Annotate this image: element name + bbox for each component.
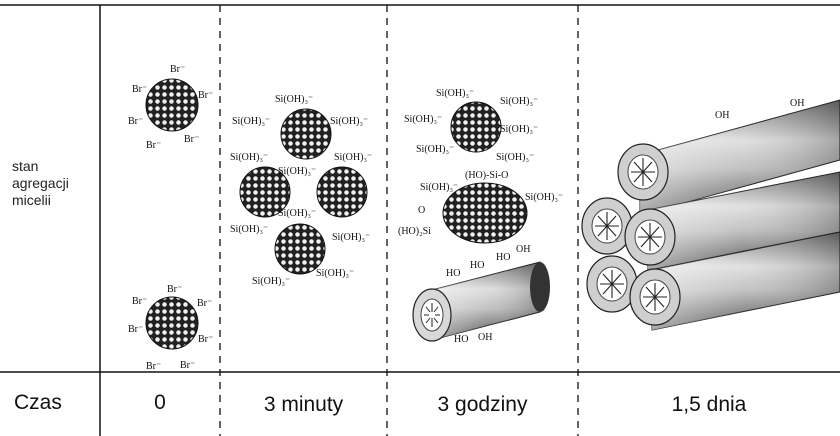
time-1-5-days: 1,5 dnia xyxy=(671,393,747,416)
svg-text:Si(OH)₃⁻: Si(OH)₃⁻ xyxy=(404,114,442,125)
svg-text:Si(OH)₃⁻: Si(OH)₃⁻ xyxy=(275,94,313,105)
time-3-minutes: 3 minuty xyxy=(263,393,344,416)
micelle-cluster-3min xyxy=(239,108,368,275)
table-grid xyxy=(0,4,840,436)
svg-text:Si(OH)₃⁻: Si(OH)₃⁻ xyxy=(334,152,372,163)
tube-ends xyxy=(581,143,681,326)
svg-text:Br⁻: Br⁻ xyxy=(180,360,195,371)
svg-text:OH: OH xyxy=(790,98,804,109)
svg-text:Si(OH)₃⁻: Si(OH)₃⁻ xyxy=(330,116,368,127)
state-label-line2: agregacji xyxy=(12,175,69,191)
svg-text:Br⁻: Br⁻ xyxy=(198,90,213,101)
svg-text:Si(OH)₃⁻: Si(OH)₃⁻ xyxy=(525,192,563,203)
state-label: stan agregacji micelii xyxy=(12,158,69,209)
svg-text:HO: HO xyxy=(446,268,460,279)
svg-text:(HO)-Si-O: (HO)-Si-O xyxy=(465,170,508,181)
time-header: Czas xyxy=(14,391,62,414)
svg-text:Br⁻: Br⁻ xyxy=(128,116,143,127)
svg-text:Si(OH)₃⁻: Si(OH)₃⁻ xyxy=(230,224,268,235)
svg-text:Si(OH)₃⁻: Si(OH)₃⁻ xyxy=(230,152,268,163)
svg-text:Br⁻: Br⁻ xyxy=(198,334,213,345)
svg-text:Si(OH)₃⁻: Si(OH)₃⁻ xyxy=(436,88,474,99)
svg-text:Br⁻: Br⁻ xyxy=(197,298,212,309)
time-3-hours: 3 godziny xyxy=(437,393,528,416)
svg-text:OH: OH xyxy=(478,332,492,343)
svg-text:Si(OH)₃⁻: Si(OH)₃⁻ xyxy=(420,182,458,193)
state-label-line1: stan xyxy=(12,158,39,174)
bromide-labels: Br⁻ Br⁻ Br⁻ Br⁻ Br⁻ Br⁻ Br⁻ Br⁻ Br⁻ Br⁻ … xyxy=(128,64,213,372)
micelle-sphere-top xyxy=(145,78,199,132)
svg-text:Si(OH)₃⁻: Si(OH)₃⁻ xyxy=(500,96,538,107)
silanol-labels-3h: Si(OH)₃⁻ Si(OH)₃⁻ Si(OH)₃⁻ Si(OH)₃⁻ Si(O… xyxy=(398,88,563,237)
svg-text:Br⁻: Br⁻ xyxy=(167,284,182,295)
state-label-line3: micelii xyxy=(12,192,51,208)
svg-text:HO: HO xyxy=(470,260,484,271)
micelle-cluster-3h xyxy=(442,101,528,244)
svg-text:Br⁻: Br⁻ xyxy=(132,296,147,307)
svg-text:Si(OH)₃⁻: Si(OH)₃⁻ xyxy=(278,208,316,219)
svg-text:(HO)₂Si: (HO)₂Si xyxy=(398,226,431,237)
silanol-labels-3min: Si(OH)₃⁻ Si(OH)₃⁻ Si(OH)₃⁻ Si(OH)₃⁻ Si(O… xyxy=(230,94,372,287)
svg-text:Si(OH)₃⁻: Si(OH)₃⁻ xyxy=(496,152,534,163)
svg-text:Br⁻: Br⁻ xyxy=(184,134,199,145)
svg-text:Br⁻: Br⁻ xyxy=(132,84,147,95)
time-0: 0 xyxy=(154,391,166,414)
svg-text:Si(OH)₃⁻: Si(OH)₃⁻ xyxy=(316,268,354,279)
svg-text:Br⁻: Br⁻ xyxy=(146,140,161,151)
micelle-sphere-bottom xyxy=(145,296,199,350)
svg-text:OH: OH xyxy=(516,244,530,255)
svg-text:HO: HO xyxy=(496,252,510,263)
svg-text:Si(OH)₃⁻: Si(OH)₃⁻ xyxy=(252,276,290,287)
svg-text:Br⁻: Br⁻ xyxy=(146,361,161,372)
svg-text:Si(OH)₃⁻: Si(OH)₃⁻ xyxy=(500,124,538,135)
svg-text:HO: HO xyxy=(454,334,468,345)
svg-text:O: O xyxy=(418,205,425,216)
svg-text:Si(OH)₃⁻: Si(OH)₃⁻ xyxy=(416,144,454,155)
svg-text:OH: OH xyxy=(715,110,729,121)
svg-text:Br⁻: Br⁻ xyxy=(170,64,185,75)
svg-text:Br⁻: Br⁻ xyxy=(128,324,143,335)
short-tube-3h: HO HO HO OH HO OH xyxy=(412,244,550,345)
svg-text:Si(OH)₃⁻: Si(OH)₃⁻ xyxy=(278,166,316,177)
svg-text:Si(OH)₃⁻: Si(OH)₃⁻ xyxy=(332,232,370,243)
tube-bundle: OH OH xyxy=(581,98,840,331)
svg-text:Si(OH)₃⁻: Si(OH)₃⁻ xyxy=(232,116,270,127)
